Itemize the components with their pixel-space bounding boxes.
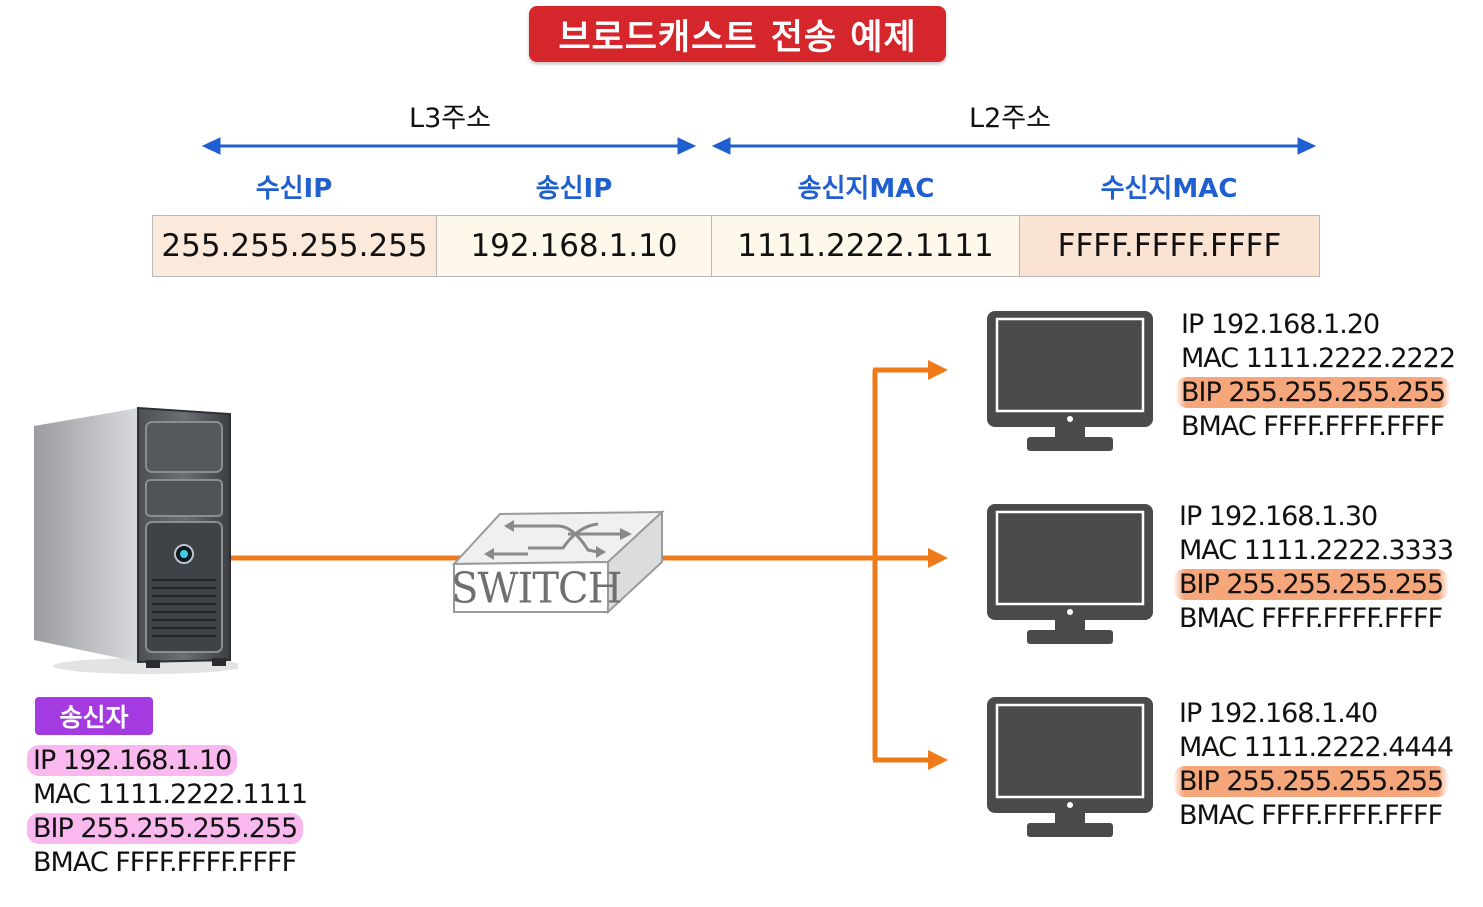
arrowhead-pc3 bbox=[928, 750, 948, 770]
field-label-dest-mac: 수신지MAC bbox=[1100, 174, 1238, 204]
receiver-mac: MAC 1111.2222.2222 bbox=[1181, 343, 1456, 374]
l2-range-arrow bbox=[711, 137, 1317, 155]
receiver-info-2: IP 192.168.1.30 MAC 1111.2222.3333 BIP 2… bbox=[1173, 500, 1454, 636]
receiver-mac: MAC 1111.2222.3333 bbox=[1179, 535, 1454, 566]
monitor-icon bbox=[987, 311, 1153, 451]
arrowhead-pc2 bbox=[928, 548, 948, 568]
receiver-bip: BIP 255.255.255.255 bbox=[1173, 766, 1450, 797]
cell-dest-mac: FFFF.FFFF.FFFF bbox=[1020, 216, 1319, 276]
receiver-ip: IP 192.168.1.20 bbox=[1181, 309, 1380, 340]
cell-dest-ip: 255.255.255.255 bbox=[153, 216, 437, 276]
l3-range-arrow bbox=[201, 137, 697, 155]
receiver-bip: BIP 255.255.255.255 bbox=[1175, 377, 1452, 408]
sender-bip: BIP 255.255.255.255 bbox=[27, 813, 304, 844]
receiver-mac: MAC 1111.2222.4444 bbox=[1179, 732, 1454, 763]
cell-src-ip: 192.168.1.10 bbox=[437, 216, 712, 276]
receiver-info-1: IP 192.168.1.20 MAC 1111.2222.2222 BIP 2… bbox=[1175, 308, 1456, 444]
diagram-title: 브로드캐스트 전송 예제 bbox=[529, 6, 946, 62]
receiver-ip: IP 192.168.1.40 bbox=[1179, 698, 1378, 729]
sender-ip: IP 192.168.1.10 bbox=[27, 745, 238, 776]
field-label-src-ip: 송신IP bbox=[535, 174, 613, 204]
l2-range-label: L2주소 bbox=[969, 103, 1051, 134]
cell-src-mac: 1111.2222.1111 bbox=[712, 216, 1020, 276]
monitor-icon bbox=[987, 697, 1153, 837]
receiver-info-3: IP 192.168.1.40 MAC 1111.2222.4444 BIP 2… bbox=[1173, 697, 1454, 833]
switch-label: SWITCH bbox=[451, 564, 622, 614]
sender-info: IP 192.168.1.10 MAC 1111.2222.1111 BIP 2… bbox=[27, 744, 308, 880]
field-label-src-mac: 송신지MAC bbox=[797, 174, 935, 204]
server-icon bbox=[34, 406, 238, 674]
packet-header: 255.255.255.255 192.168.1.10 1111.2222.1… bbox=[152, 215, 1320, 277]
l3-range-label: L3주소 bbox=[409, 103, 491, 134]
receiver-ip: IP 192.168.1.30 bbox=[1179, 501, 1378, 532]
receiver-bmac: BMAC FFFF.FFFF.FFFF bbox=[1179, 603, 1443, 634]
receiver-bmac: BMAC FFFF.FFFF.FFFF bbox=[1181, 411, 1445, 442]
sender-badge: 송신자 bbox=[35, 697, 153, 735]
switch-icon bbox=[451, 509, 665, 615]
receiver-bip: BIP 255.255.255.255 bbox=[1173, 569, 1450, 600]
receiver-bmac: BMAC FFFF.FFFF.FFFF bbox=[1179, 800, 1443, 831]
monitor-icon bbox=[987, 504, 1153, 644]
field-label-dest-ip: 수신IP bbox=[255, 174, 333, 204]
sender-bmac: BMAC FFFF.FFFF.FFFF bbox=[33, 847, 297, 878]
arrowheads bbox=[928, 360, 948, 770]
orange-links bbox=[228, 367, 930, 763]
sender-mac: MAC 1111.2222.1111 bbox=[33, 779, 308, 810]
arrowhead-pc1 bbox=[928, 360, 948, 380]
